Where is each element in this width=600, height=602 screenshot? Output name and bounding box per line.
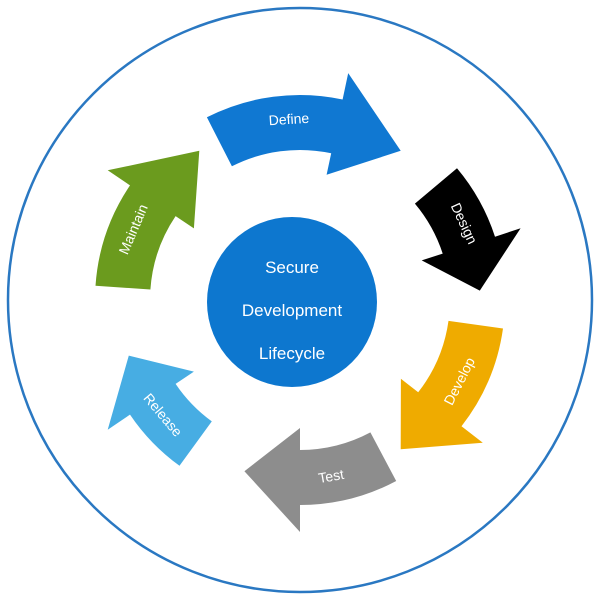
arrow-shape bbox=[95, 150, 200, 290]
arrow-shape bbox=[400, 320, 503, 450]
phase-arrow-release: Release bbox=[107, 355, 212, 466]
phase-arrow-maintain: Maintain bbox=[95, 150, 200, 290]
center-title-line3: Lifecycle bbox=[259, 344, 325, 363]
phase-arrow-design: Design bbox=[414, 168, 521, 291]
arrow-shape bbox=[414, 168, 521, 291]
center-title-line1: Secure bbox=[265, 258, 319, 277]
phase-label: Test bbox=[317, 466, 345, 486]
arrow-shape bbox=[206, 73, 401, 175]
phase-arrow-define: Define bbox=[206, 73, 401, 175]
outer-ring bbox=[6, 6, 594, 594]
center-title-line2: Development bbox=[242, 301, 342, 320]
phase-label: Define bbox=[268, 110, 310, 128]
center-circle bbox=[207, 217, 377, 387]
phase-arrow-develop: Develop bbox=[400, 320, 503, 450]
arrow-shape bbox=[244, 428, 397, 532]
phase-arrow-test: Test bbox=[244, 428, 397, 532]
arrow-shape bbox=[107, 355, 212, 466]
